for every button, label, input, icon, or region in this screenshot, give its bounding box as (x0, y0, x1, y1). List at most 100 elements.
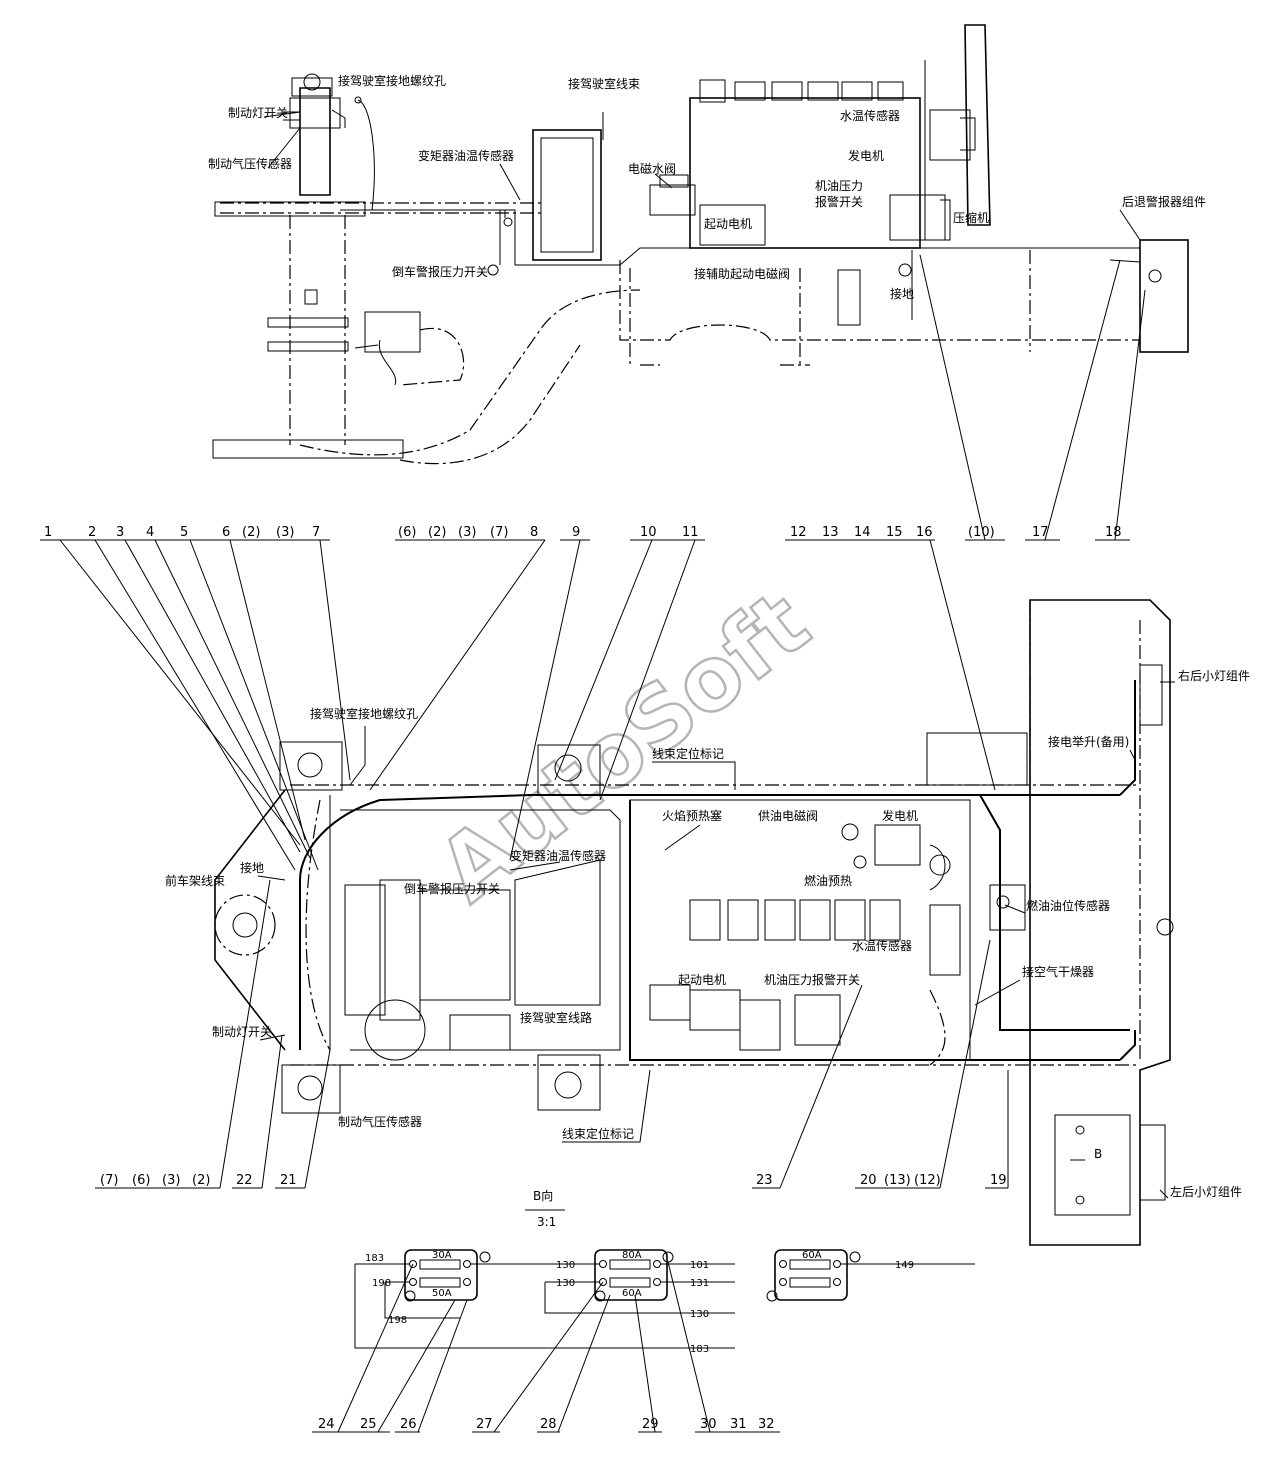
callout-p2b: (2) (428, 525, 446, 540)
callout-27: 27 (476, 1417, 493, 1432)
label-right-rear-lamp: 右后小灯组件 (1178, 668, 1250, 683)
callout-14: 14 (854, 525, 871, 540)
label-flame-preheat: 火焰预热塞 (662, 808, 722, 823)
label-oil-pressure-l2: 报警开关 (815, 194, 863, 209)
label-solenoid-water-valve: 电磁水阀 (628, 161, 676, 176)
callout-b-p7: (7) (100, 1173, 118, 1188)
label-front-frame-harness: 前车架线束 (165, 873, 225, 888)
label-aux-start-solenoid: 接辅助起动电磁阀 (694, 266, 790, 281)
callout-p6: (6) (398, 525, 416, 540)
label-oil-pressure-l1: 机油压力 (815, 179, 863, 193)
label-plan-oil-pressure: 机油压力报警开关 (764, 972, 860, 987)
callout-28: 28 (540, 1417, 557, 1432)
callout-9: 9 (572, 525, 580, 540)
callout-24: 24 (318, 1417, 335, 1432)
fuse-3-top: 60A (802, 1250, 822, 1261)
label-plan-brake-light: 制动灯开关 (212, 1025, 272, 1039)
callout-26: 26 (400, 1417, 417, 1432)
label-plan-harness-mark-bottom: 线束定位标记 (562, 1126, 634, 1141)
callout-11: 11 (682, 525, 699, 540)
label-plan-converter-temp: 变矩器油温传感器 (510, 848, 606, 863)
callout-23: 23 (756, 1173, 773, 1188)
callout-p10: (10) (968, 525, 995, 540)
callouts-bottom: (7) (6) (3) (2) 22 21 23 20 (13) (12) 19 (95, 879, 1009, 1189)
label-generator: 发电机 (848, 148, 884, 163)
label-power-lift-spare: 接电举升(备用) (1048, 734, 1129, 749)
wire-101: 101 (690, 1260, 709, 1271)
wire-149: 149 (895, 1260, 914, 1271)
callout-31: 31 (730, 1417, 747, 1432)
label-plan-ground: 接地 (240, 860, 264, 875)
label-fuel-preheat: 燃油预热 (804, 873, 852, 888)
label-plan-generator: 发电机 (882, 808, 918, 823)
watermark: AutoSoft (420, 571, 828, 921)
wire-183a: 183 (365, 1253, 384, 1264)
fuse-2-bottom: 60A (622, 1288, 642, 1299)
label-parking-brake-switch: 倒车警报压力开关 (392, 264, 488, 279)
fuse-2-top: 80A (622, 1250, 642, 1261)
callout-b-p2: (2) (192, 1173, 210, 1188)
callout-8: 8 (530, 525, 538, 540)
callout-p2a: (2) (242, 525, 260, 540)
fuse-box-2: 80A 60A (594, 1249, 674, 1302)
label-reverse-alarm-assembly: 后退警报器组件 (1122, 194, 1206, 209)
label-plan-cab-ground: 接驾驶室接地螺纹孔 (310, 706, 418, 721)
callout-32: 32 (758, 1417, 775, 1432)
label-left-rear-lamp: 左后小灯组件 (1170, 1184, 1242, 1199)
plan-view: 接驾驶室接地螺纹孔 线束定位标记 右后小灯组件 接电举升(备用) 火焰预热塞 供… (165, 599, 1250, 1246)
callout-29: 29 (642, 1417, 659, 1432)
callout-18: 18 (1105, 525, 1122, 540)
callout-1: 1 (44, 525, 52, 540)
label-brake-light-switch: 制动灯开关 (228, 106, 288, 120)
label-compressor: 压缩机 (953, 210, 989, 225)
view-b: B向 3:1 30A 50A 80A (354, 1188, 975, 1355)
label-plan-harness-mark-top: 线束定位标记 (652, 746, 724, 761)
fuse-box-1: 30A 50A (404, 1249, 491, 1302)
callout-4: 4 (146, 525, 154, 540)
callouts-top: 1 2 3 4 5 6 (2) (3) 7 (6) (2) (3) (7) 8 … (40, 254, 1146, 871)
label-plan-starter: 起动电机 (678, 973, 726, 987)
side-view: 接驾驶室接地螺纹孔 接驾驶室线束 制动灯开关 制动气压传感器 变矩器油温传感器 … (208, 24, 1206, 465)
callout-20: 20 (860, 1173, 877, 1188)
label-fuel-level-sensor: 燃油油位传感器 (1026, 898, 1110, 913)
view-b-scale: 3:1 (537, 1215, 556, 1229)
label-starter-motor: 起动电机 (704, 217, 752, 231)
label-water-temp-sensor: 水温传感器 (840, 108, 900, 123)
wire-198a: 198 (372, 1278, 391, 1289)
callout-6: 6 (222, 525, 230, 540)
wire-130b: 130 (556, 1278, 575, 1289)
callout-5: 5 (180, 525, 188, 540)
label-fuel-solenoid: 供油电磁阀 (758, 808, 818, 823)
wire-131: 131 (690, 1278, 709, 1289)
callout-10: 10 (640, 525, 657, 540)
callout-p7: (7) (490, 525, 508, 540)
callout-p3b: (3) (458, 525, 476, 540)
callout-b-p13: (13) (884, 1173, 911, 1188)
label-brake-air-pressure-sensor: 制动气压传感器 (208, 156, 292, 171)
label-cab-line: 接驾驶室线路 (520, 1010, 592, 1025)
wire-183b: 183 (690, 1344, 709, 1355)
label-plan-brake-air: 制动气压传感器 (338, 1114, 422, 1129)
callout-13: 13 (822, 525, 839, 540)
label-converter-oil-temp-sensor: 变矩器油温传感器 (418, 148, 514, 163)
callout-25: 25 (360, 1417, 377, 1432)
callout-b-p6: (6) (132, 1173, 150, 1188)
fuse-box-3: 60A (766, 1249, 861, 1302)
view-b-title: B向 (533, 1188, 553, 1203)
callout-22: 22 (236, 1173, 253, 1188)
label-cab-harness: 接驾驶室线束 (568, 76, 640, 91)
callout-21: 21 (280, 1173, 297, 1188)
callouts-fuse: 24 25 26 27 28 29 30 31 32 (312, 1261, 780, 1433)
callout-b-p12: (12) (914, 1173, 941, 1188)
fuse-1-bottom: 50A (432, 1288, 452, 1299)
label-cab-ground-screw-hole: 接驾驶室接地螺纹孔 (338, 73, 446, 88)
wire-130a: 130 (556, 1260, 575, 1271)
callout-7: 7 (312, 525, 320, 540)
callout-17: 17 (1032, 525, 1049, 540)
label-plan-parking-switch: 倒车警报压力开关 (404, 881, 500, 896)
label-air-dryer: 接空气干燥器 (1022, 964, 1094, 979)
callout-19: 19 (990, 1173, 1007, 1188)
callout-p3a: (3) (276, 525, 294, 540)
wire-130c: 130 (690, 1309, 709, 1320)
